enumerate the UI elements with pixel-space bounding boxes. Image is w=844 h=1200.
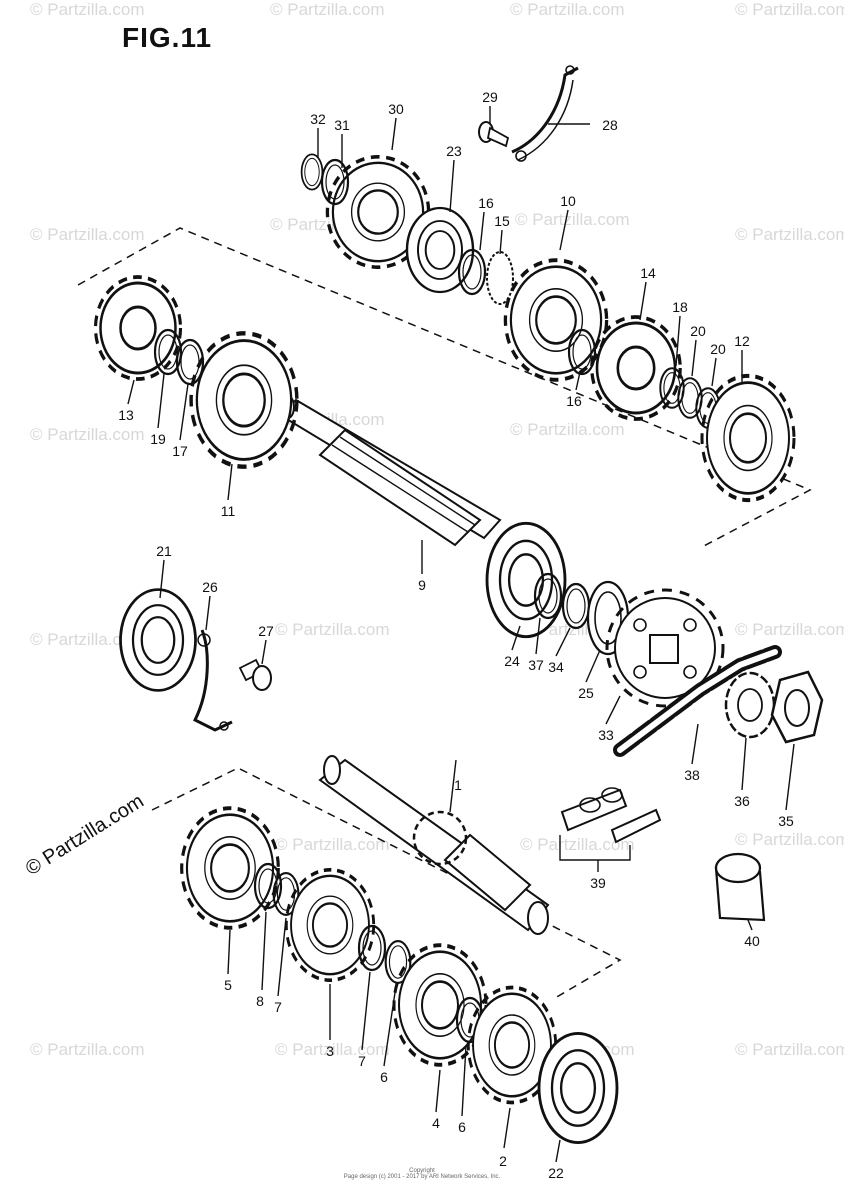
callout-9: 9 — [418, 577, 426, 593]
counter-shaft-part-1 — [318, 755, 550, 935]
copyright-line-1: Copyright — [409, 1168, 435, 1174]
bearing-part-21 — [119, 588, 197, 692]
gear-part-14 — [589, 315, 683, 421]
bearing-part-23 — [405, 206, 475, 294]
copyright-note: Copyright Page design (c) 2001 - 2017 by… — [0, 1168, 844, 1180]
callout-10: 10 — [560, 193, 576, 209]
bearing-part-22 — [537, 1031, 619, 1145]
drive-shaft-group — [77, 65, 824, 757]
callout-30: 30 — [388, 101, 404, 117]
copyright-line-2: Page design (c) 2001 - 2017 by ARI Netwo… — [343, 1174, 501, 1180]
callout-36: 36 — [734, 793, 750, 809]
callout-1: 1 — [454, 777, 462, 793]
callout-40: 40 — [744, 933, 760, 949]
retainer-part-28 — [511, 65, 579, 162]
callout-24: 24 — [504, 653, 520, 669]
bearing-part-24 — [485, 521, 567, 639]
nut-part-35 — [770, 670, 824, 744]
callout-3: 3 — [326, 1043, 334, 1059]
callout-20b: 20 — [710, 341, 726, 357]
callout-2: 2 — [499, 1153, 507, 1169]
retainer-part-26 — [192, 629, 233, 732]
callout-16a: 16 — [478, 195, 494, 211]
gear-part-3 — [284, 867, 376, 983]
screw-part-29 — [478, 121, 510, 148]
figure-title: FIG.11 — [122, 22, 213, 53]
callout-31: 31 — [334, 117, 350, 133]
callout-6a: 6 — [380, 1069, 388, 1085]
chain-part-38 — [613, 645, 782, 757]
callout-4: 4 — [432, 1115, 440, 1131]
callout-14: 14 — [640, 265, 656, 281]
callout-37: 37 — [528, 657, 544, 673]
callout-29: 29 — [482, 89, 498, 105]
callout-23: 23 — [446, 143, 462, 159]
sprocket-part-33 — [605, 588, 725, 708]
gear-part-5 — [179, 806, 281, 930]
callout-7a: 7 — [274, 999, 282, 1015]
callout-17: 17 — [172, 443, 188, 459]
callout-22: 22 — [548, 1165, 564, 1181]
callout-19: 19 — [150, 431, 166, 447]
drive-shaft-part-9 — [278, 395, 502, 547]
callout-8: 8 — [256, 993, 264, 1009]
callout-6b: 6 — [458, 1119, 466, 1135]
callout-12: 12 — [734, 333, 750, 349]
master-link-part-39 — [559, 787, 662, 861]
callout-38: 38 — [684, 767, 700, 783]
screw-part-27 — [238, 658, 272, 691]
callout-39: 39 — [590, 875, 606, 891]
callout-20a: 20 — [690, 323, 706, 339]
spacer-part-40 — [714, 852, 766, 922]
callout-16b: 16 — [566, 393, 582, 409]
gear-part-11 — [191, 333, 297, 466]
needle-bearing-part-15 — [486, 251, 514, 305]
callout-11: 11 — [221, 503, 236, 519]
lock-washer-part-36 — [724, 671, 776, 739]
callout-15: 15 — [494, 213, 510, 229]
callout-5: 5 — [224, 977, 232, 993]
callout-27: 27 — [258, 623, 274, 639]
gear-part-13 — [93, 275, 183, 381]
leader-lines — [127, 106, 795, 1163]
callout-13: 13 — [118, 407, 134, 423]
callout-7b: 7 — [358, 1053, 366, 1069]
callout-25: 25 — [578, 685, 594, 701]
counter-shaft-group — [151, 755, 622, 1145]
callout-26: 26 — [202, 579, 218, 595]
callout-28: 28 — [602, 117, 618, 133]
callout-34: 34 — [548, 659, 564, 675]
callout-33: 33 — [598, 727, 614, 743]
ring-part-34 — [561, 582, 591, 630]
callout-32: 32 — [310, 111, 326, 127]
callout-21: 21 — [156, 543, 172, 559]
callout-18: 18 — [672, 299, 688, 315]
callout-labels: 1 2 3 4 5 6 6 7 7 8 9 10 11 12 13 14 15 … — [118, 89, 794, 1181]
callout-35: 35 — [778, 813, 794, 829]
ring-part-32 — [300, 153, 324, 191]
